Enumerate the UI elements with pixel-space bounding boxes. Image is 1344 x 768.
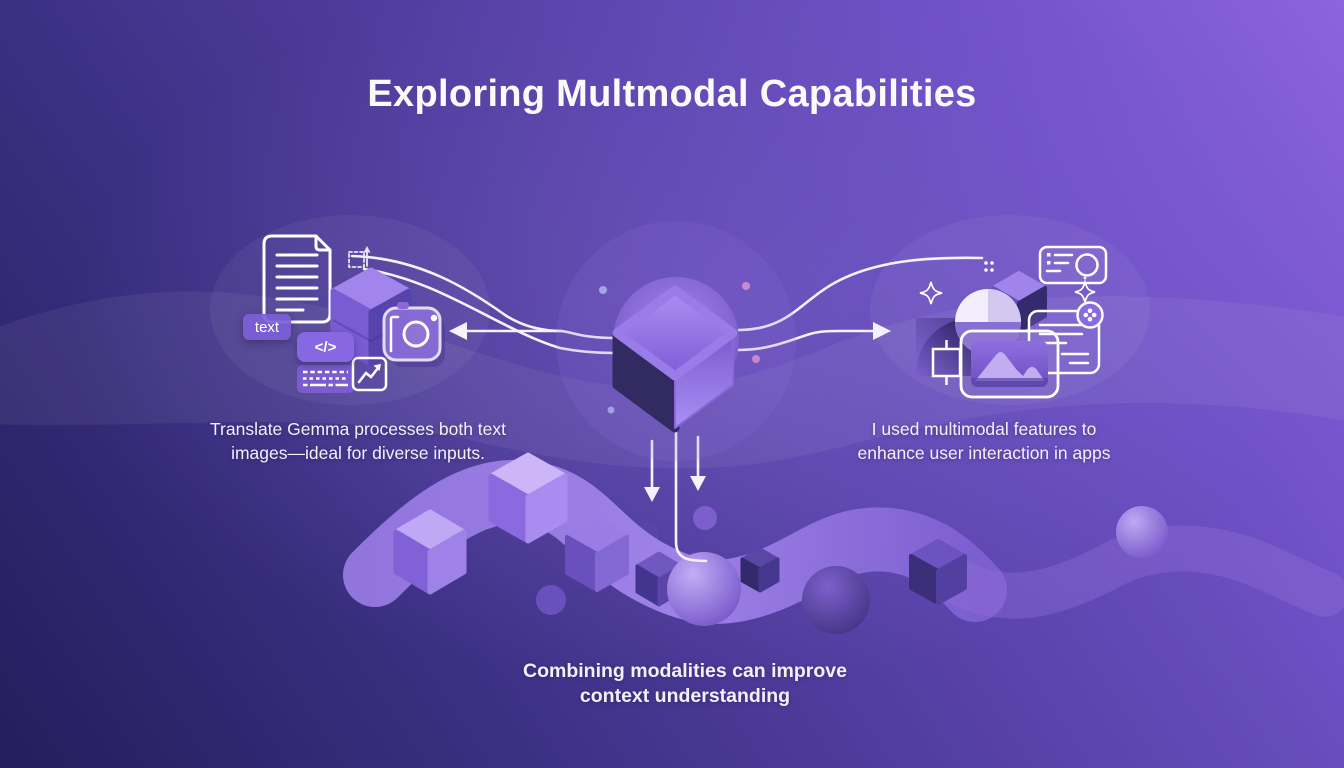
left-caption-line2: images—ideal for diverse inputs. <box>231 443 485 463</box>
center-drop-line <box>674 426 708 563</box>
right-caption: I used multimodal features to enhance us… <box>802 417 1166 465</box>
dashed-cube-icon <box>348 246 371 268</box>
media-card-icon <box>1038 245 1108 285</box>
left-arrow-head <box>449 322 467 340</box>
sphere-large <box>802 566 870 634</box>
sparkle-icon <box>919 281 943 305</box>
accent-dots <box>599 261 1087 414</box>
sphere <box>536 585 566 615</box>
left-caption-line1: Translate Gemma processes both text <box>209 419 506 439</box>
left-arrow-line <box>461 329 617 340</box>
image-card-icon <box>959 329 1060 399</box>
left-upper-curve <box>350 254 564 333</box>
cube <box>740 547 780 593</box>
right-caption-line1: I used multimodal features to <box>871 419 1097 439</box>
chart-icon <box>351 356 388 392</box>
code-chip: </> <box>297 332 354 362</box>
bottom-caption: Combining modalities can improve context… <box>480 659 890 709</box>
connectors <box>350 254 984 563</box>
left-lower-curve <box>362 267 617 355</box>
bottom-caption-line2: context understanding <box>579 685 791 707</box>
gemma-badge-icon <box>1076 301 1104 329</box>
cube <box>565 518 629 592</box>
cube-top-face <box>612 285 738 381</box>
page-title: Exploring Multmodal Capabilities <box>367 73 977 115</box>
sphere <box>1116 506 1168 558</box>
center-cube <box>556 221 796 461</box>
down-arrow-head <box>644 487 660 502</box>
sphere-large <box>667 552 741 626</box>
right-caption-line2: enhance user interaction in apps <box>857 443 1111 463</box>
right-arrow-head <box>873 322 891 340</box>
sparkle-icon <box>1074 278 1096 306</box>
left-input-cluster <box>262 234 445 393</box>
camera-icon <box>382 302 445 367</box>
cube <box>909 539 967 605</box>
arrow-heads <box>449 322 891 502</box>
right-output-cluster <box>916 245 1108 399</box>
sphere <box>693 506 717 530</box>
cube <box>393 509 467 595</box>
right-upper-curve <box>736 256 984 332</box>
bottom-caption-line1: Combining modalities can improve <box>523 660 847 682</box>
left-caption: Translate Gemma processes both text imag… <box>176 417 540 465</box>
cube <box>488 452 568 544</box>
down-arrow-head <box>690 476 706 491</box>
right-arrow-line <box>736 329 878 352</box>
wave-ribbon <box>343 452 1344 634</box>
text-chip: text <box>243 314 291 340</box>
keyboard-icon <box>297 365 354 393</box>
